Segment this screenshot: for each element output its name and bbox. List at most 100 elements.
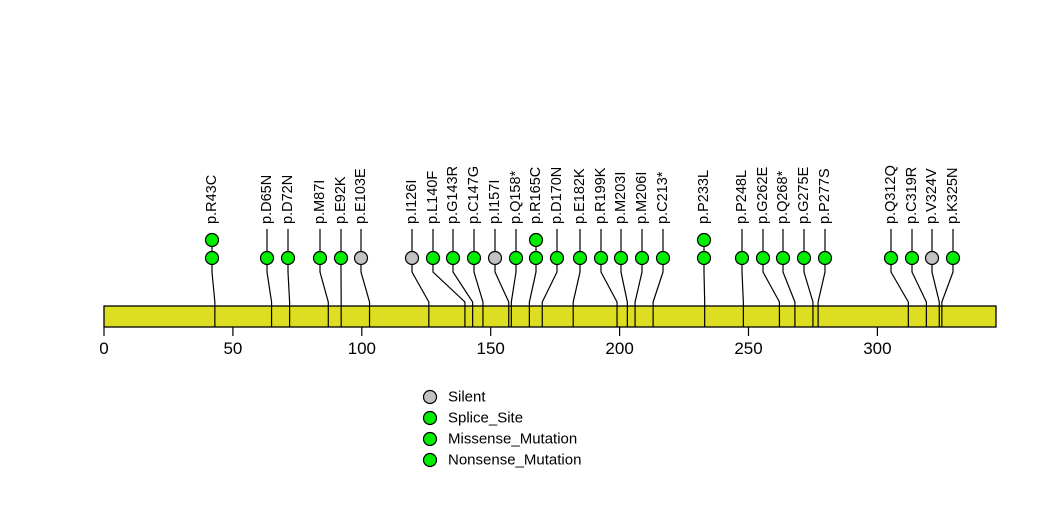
mutation-label: p.D65N — [259, 175, 275, 224]
mutation-label: p.D170N — [549, 167, 565, 224]
mutation-circle — [796, 250, 812, 266]
legend-label: Missense_Mutation — [448, 431, 577, 448]
mutation-label: p.V324V — [924, 168, 940, 224]
mutation-label: p.I157I — [487, 180, 503, 224]
mutation-label: p.Q268* — [775, 170, 791, 224]
mutation-label: p.E92K — [333, 176, 349, 224]
mutation-stem — [360, 229, 371, 327]
legend-swatch — [422, 389, 438, 405]
mutation-circle — [883, 250, 899, 266]
mutation-circle — [508, 250, 524, 266]
mutation-stem — [473, 229, 484, 327]
mutation-stem — [452, 229, 474, 327]
mutation-circle — [549, 250, 565, 266]
mutation-label: p.C213* — [655, 171, 671, 224]
mutation-stem — [287, 229, 291, 327]
legend-swatch — [422, 431, 438, 447]
mutation-circle — [593, 250, 609, 266]
mutation-stem — [572, 229, 581, 327]
legend-label: Nonsense_Mutation — [448, 452, 581, 469]
mutation-stem — [741, 229, 744, 327]
mutation-stem — [803, 229, 814, 327]
axis-tick-label: 200 — [605, 339, 633, 358]
mutation-stem — [510, 229, 517, 327]
mutation-label: p.C319R — [904, 167, 920, 224]
mutation-label: p.M203I — [613, 172, 629, 224]
axis-tick-label: 100 — [348, 339, 376, 358]
mutation-circle — [634, 250, 650, 266]
legend-label: Silent — [448, 389, 486, 406]
mutation-label: p.M87I — [312, 180, 328, 224]
mutation-label: p.R43C — [204, 175, 220, 224]
mutation-circle — [613, 250, 629, 266]
mutation-stem — [782, 229, 796, 327]
mutation-stem — [911, 229, 927, 327]
mutation-label: p.M206I — [634, 172, 650, 224]
mutation-stem — [432, 229, 466, 327]
mutation-stem — [817, 229, 826, 327]
mutation-label: p.Q158* — [508, 170, 524, 224]
mutation-circle — [487, 250, 503, 266]
protein-backbone — [103, 305, 997, 328]
mutation-label: p.E103E — [353, 168, 369, 224]
mutation-label: p.C147G — [466, 166, 482, 224]
axis-tick-label: 50 — [223, 339, 242, 358]
axis-tick-label: 150 — [477, 339, 505, 358]
mutation-circle — [696, 232, 712, 248]
mutation-circle — [528, 232, 544, 248]
mutation-circle — [280, 250, 296, 266]
mutation-label: p.R199K — [593, 167, 609, 224]
axis-tick-label: 0 — [99, 339, 108, 358]
mutation-label: p.E182K — [572, 168, 588, 224]
mutation-circle — [904, 250, 920, 266]
mutation-stem — [890, 229, 909, 327]
mutation-circle — [466, 250, 482, 266]
mutation-circle — [945, 250, 961, 266]
mutation-circle — [312, 250, 328, 266]
mutation-circle — [572, 250, 588, 266]
axis-tick-label: 300 — [863, 339, 891, 358]
mutation-label: p.P277S — [817, 168, 833, 224]
mutation-circle — [204, 250, 220, 266]
mutation-circle — [204, 232, 220, 248]
legend-swatch — [422, 410, 438, 426]
mutation-label: p.L140F — [425, 171, 441, 224]
mutation-label: p.G143R — [445, 166, 461, 224]
mutation-circle — [775, 250, 791, 266]
mutation-circle — [734, 250, 750, 266]
mutation-circle — [425, 250, 441, 266]
mutation-circle — [404, 250, 420, 266]
mutation-stem — [541, 229, 558, 327]
mutation-stem — [600, 229, 618, 327]
mutation-circle — [755, 250, 771, 266]
mutation-stem — [652, 229, 664, 327]
mutation-label: p.G262E — [755, 166, 771, 224]
mutation-label: p.K325N — [945, 168, 961, 224]
mutation-label: p.D72N — [280, 175, 296, 224]
mutation-label: p.I126I — [404, 180, 420, 224]
legend-swatch — [422, 452, 438, 468]
mutation-stem — [494, 229, 510, 327]
mutation-stem — [266, 229, 273, 327]
mutation-stem — [634, 229, 643, 327]
mutation-circle — [924, 250, 940, 266]
mutation-label: p.P233L — [696, 170, 712, 224]
mutation-circle — [259, 250, 275, 266]
axis-tick-label: 250 — [734, 339, 762, 358]
mutation-stem — [941, 229, 954, 327]
mutation-stem — [762, 229, 781, 327]
mutation-stem — [931, 229, 940, 327]
mutation-label: p.Q312Q — [883, 165, 899, 224]
mutation-circle — [817, 250, 833, 266]
mutation-circle — [353, 250, 369, 266]
mutation-circle — [333, 250, 349, 266]
mutation-circle — [696, 250, 712, 266]
mutation-circle — [445, 250, 461, 266]
mutation-label: p.P248L — [734, 170, 750, 224]
mutation-stem — [319, 229, 329, 327]
mutation-stem — [411, 229, 430, 327]
mutation-label: p.G275E — [796, 166, 812, 224]
mutation-label: p.R165C — [528, 167, 544, 224]
